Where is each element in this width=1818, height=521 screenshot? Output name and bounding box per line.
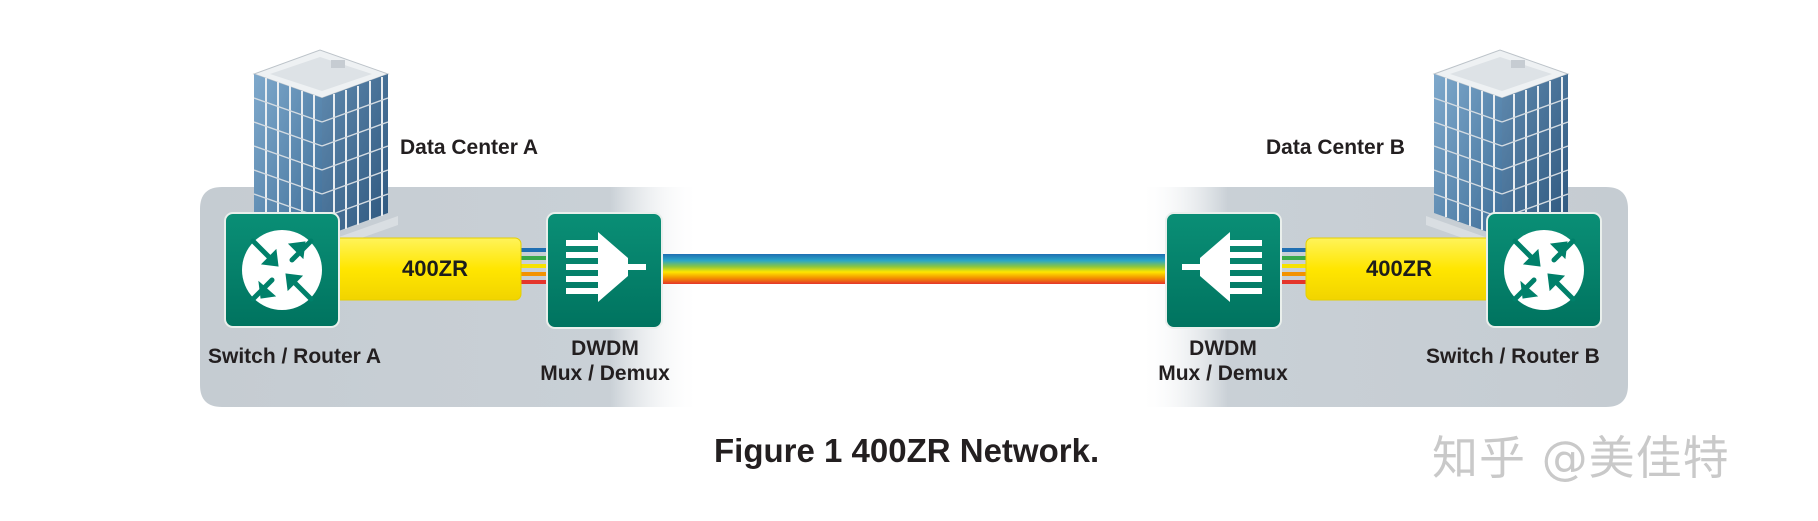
fiber-link: [656, 254, 1168, 284]
400zr-module-b-label: 400ZR: [1365, 256, 1433, 281]
mux-b-label-line1: DWDM: [1189, 337, 1257, 360]
mux-a-label-line1: DWDM: [571, 337, 639, 360]
mux-b-label-line2: Mux / Demux: [1158, 362, 1288, 385]
office-building-icon: [1426, 49, 1578, 252]
wavelength-lanes-a: [519, 248, 553, 284]
mux-icon: [546, 212, 663, 329]
router-icon: [1486, 212, 1602, 328]
mux-b-label: DWDM Mux / Demux: [1138, 336, 1308, 386]
data-center-b-label: Data Center B: [1266, 136, 1405, 159]
watermark: 知乎 @美佳特: [1432, 431, 1730, 485]
mux-a-label-line2: Mux / Demux: [540, 362, 670, 385]
wavelength-lanes-b: [1273, 248, 1307, 284]
data-center-a-label: Data Center A: [400, 136, 539, 159]
demux-icon: [1165, 212, 1282, 329]
figure-caption: Figure 1 400ZR Network.: [714, 432, 1100, 469]
router-b-label: Switch / Router B: [1426, 345, 1600, 368]
400zr-module-a-label: 400ZR: [401, 256, 469, 281]
mux-a-label: DWDM Mux / Demux: [520, 336, 690, 386]
router-a-label: Switch / Router A: [208, 345, 382, 368]
router-icon: [224, 212, 340, 328]
